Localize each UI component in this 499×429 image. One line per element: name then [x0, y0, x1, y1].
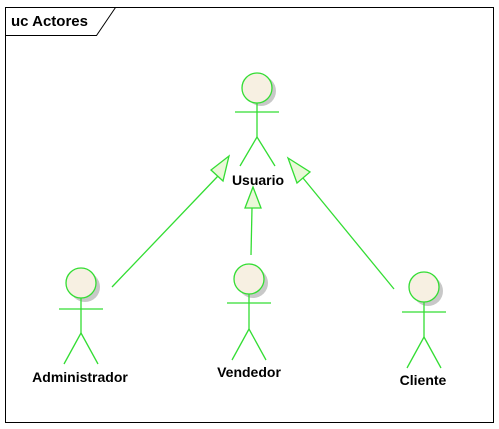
frame-border: [5, 7, 494, 423]
actor-head: [233, 263, 265, 295]
actor-head: [408, 271, 440, 303]
actor-right-leg: [423, 336, 442, 369]
generalization-arrowhead: [286, 156, 312, 185]
actor-left-leg: [63, 332, 82, 365]
actor-label-usuario: Usuario: [232, 172, 284, 188]
actor-vendedor[interactable]: Vendedor: [217, 263, 281, 380]
actor-right-leg: [80, 332, 99, 365]
generalization-arrowhead: [209, 154, 231, 183]
generalization-vendedor-usuario: [244, 185, 262, 256]
generalization-arrowhead: [244, 185, 262, 209]
frame-title: uc Actores: [11, 13, 88, 30]
frame-title-tab: [5, 7, 116, 36]
actor-label-vendedor: Vendedor: [217, 364, 281, 380]
generalization-line: [111, 175, 219, 288]
generalization-administrador-usuario: [111, 154, 231, 288]
actor-left-leg: [231, 328, 250, 361]
actor-head: [241, 72, 273, 104]
actor-usuario[interactable]: Usuario: [232, 72, 284, 188]
actor-label-administrador: Administrador: [32, 369, 128, 385]
actor-left-leg: [239, 136, 258, 167]
actor-right-leg: [256, 136, 276, 167]
generalization-line: [302, 177, 395, 290]
actor-left-leg: [406, 336, 425, 369]
generalization-line: [250, 207, 253, 256]
actor-label-cliente: Cliente: [400, 372, 447, 388]
actor-head: [65, 267, 97, 299]
actor-cliente[interactable]: Cliente: [400, 271, 447, 388]
diagram-frame: uc Actores: [5, 7, 494, 423]
actor-right-leg: [248, 328, 267, 361]
actor-administrador[interactable]: Administrador: [32, 267, 128, 385]
generalization-cliente-usuario: [286, 156, 395, 290]
